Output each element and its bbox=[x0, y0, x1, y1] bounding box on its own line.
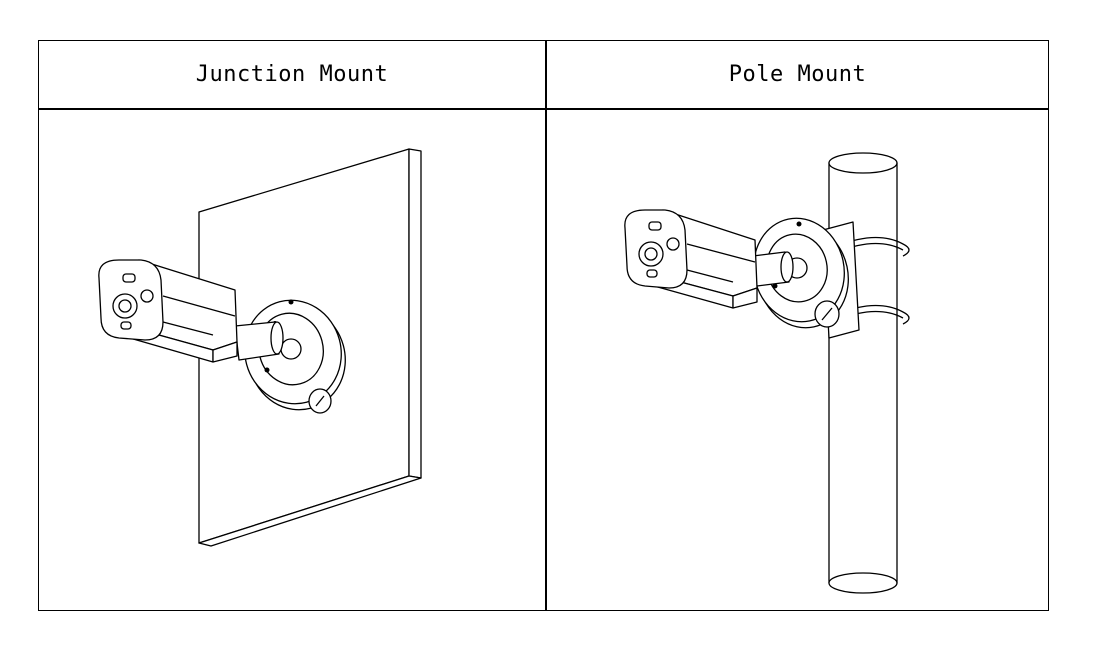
header-divider bbox=[39, 108, 1048, 110]
camera-wall-drawing bbox=[98, 148, 422, 547]
header-junction-mount: Junction Mount bbox=[195, 62, 389, 87]
header-pole-mount: Pole Mount bbox=[728, 62, 867, 87]
camera-body bbox=[98, 259, 238, 363]
pole-camera-body bbox=[624, 209, 758, 309]
column-divider bbox=[545, 41, 547, 610]
mount-arm bbox=[234, 321, 284, 361]
pole-mount-arm bbox=[752, 251, 794, 287]
pole-mount-illustration bbox=[547, 110, 1048, 610]
pole bbox=[828, 152, 898, 594]
junction-mount-illustration bbox=[39, 110, 545, 610]
camera-pole-drawing bbox=[624, 152, 910, 594]
mount-table: Junction Mount Pole Mount bbox=[38, 40, 1049, 611]
